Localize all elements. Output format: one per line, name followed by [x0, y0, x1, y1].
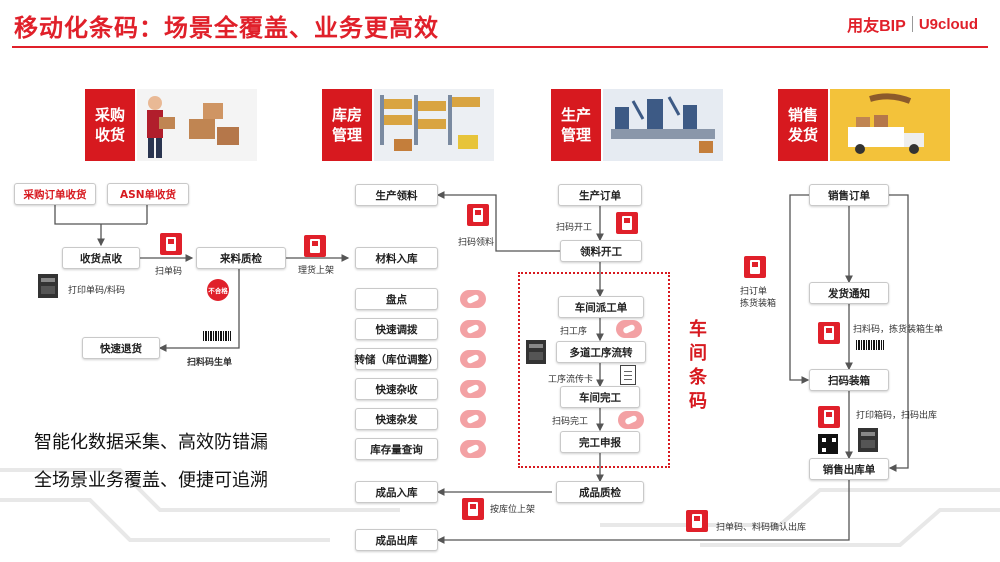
- delivery-notice-box[interactable]: 发货通知: [809, 282, 889, 304]
- warehouse-op-box[interactable]: 转储（库位调整）: [355, 348, 439, 370]
- mobile-scan-icon: [304, 235, 326, 257]
- warehouse-op-box[interactable]: 快速杂发: [355, 408, 438, 430]
- note-confirm-out: 扫单码、料码确认出库: [716, 523, 807, 533]
- printer-icon: [856, 424, 880, 454]
- note-scan-order: 扫订单: [740, 287, 768, 297]
- brand-sub: U9cloud: [918, 15, 978, 33]
- sales-order-box[interactable]: 销售订单: [809, 184, 889, 206]
- mobile-scan-icon: [467, 204, 489, 226]
- scan-gun-icon: [616, 320, 642, 338]
- mobile-scan-icon: [818, 406, 840, 428]
- category-label: 销售发货: [778, 89, 828, 161]
- asn-receipt-box[interactable]: ASN单收货: [107, 183, 189, 205]
- scan-gun-icon: [460, 410, 486, 428]
- production-order-box[interactable]: 生产订单: [558, 184, 642, 206]
- warehouse-op-box[interactable]: 快速杂收: [355, 378, 438, 400]
- page-title: 移动化条码：场景全覆盖、业务更高效: [14, 14, 439, 42]
- final-qc-box[interactable]: 成品质检: [556, 481, 644, 503]
- note-scan-order: 扫单码: [155, 267, 183, 277]
- note-print-box: 打印箱码，扫码出库: [856, 411, 938, 421]
- category-label: 采购收货: [85, 89, 135, 161]
- category-label: 生产管理: [551, 89, 601, 161]
- multi-process-box[interactable]: 多道工序流转: [556, 341, 646, 363]
- production-pick-box[interactable]: 生产领料: [355, 184, 438, 206]
- note-putaway: 理货上架: [298, 266, 335, 276]
- barcode-icon: [203, 331, 231, 341]
- warehouse-illustration: [374, 89, 494, 161]
- dispatch-box[interactable]: 车间派工单: [558, 296, 644, 318]
- production-illustration: [603, 89, 723, 161]
- mobile-scan-icon: [160, 233, 182, 255]
- scan-box-box[interactable]: 扫码装箱: [809, 369, 889, 391]
- printer-icon: [36, 270, 60, 300]
- document-icon: [620, 365, 636, 385]
- mobile-scan-icon: [462, 498, 484, 520]
- purchase-illustration: [137, 89, 257, 161]
- product-out-box[interactable]: 成品出库: [355, 529, 438, 551]
- brand-main: 用友BIP: [847, 18, 906, 35]
- reject-badge: 不合格: [207, 279, 229, 301]
- category-label: 库房管理: [322, 89, 372, 161]
- barcode-icon: [856, 340, 884, 350]
- scan-gun-icon: [460, 350, 486, 368]
- scan-gun-icon: [460, 380, 486, 398]
- note-process-card: 工序流传卡: [548, 375, 594, 385]
- scan-gun-icon: [460, 440, 486, 458]
- slogan-line-1: 智能化数据采集、高效防错漏: [34, 432, 268, 453]
- incoming-qc-box[interactable]: 来料质检: [196, 247, 286, 269]
- workshop-frame: [518, 272, 670, 468]
- done-report-box[interactable]: 完工申报: [560, 431, 640, 453]
- note-scan-material: 扫料码生单: [187, 358, 233, 368]
- note-scan-start: 扫码开工: [556, 223, 593, 233]
- slogan-line-2: 全场景业务覆盖、便捷可追溯: [34, 470, 268, 491]
- material-in-box[interactable]: 材料入库: [355, 247, 438, 269]
- pick-start-box[interactable]: 领料开工: [560, 240, 642, 262]
- note-pick-box: 拣货装箱: [740, 299, 777, 309]
- note-putaway-location: 按库位上架: [490, 505, 536, 515]
- mobile-scan-icon: [818, 322, 840, 344]
- brand-logo: 用友BIP U9cloud: [847, 12, 978, 36]
- note-scan-pick: 扫码领料: [458, 238, 495, 248]
- warehouse-op-box[interactable]: 快速调拨: [355, 318, 438, 340]
- warehouse-op-box[interactable]: 库存量查询: [355, 438, 438, 460]
- quick-return-box[interactable]: 快速退货: [82, 337, 160, 359]
- scan-gun-icon: [460, 320, 486, 338]
- workshop-done-box[interactable]: 车间完工: [560, 386, 640, 408]
- sales-out-box[interactable]: 销售出库单: [809, 458, 889, 480]
- qr-code-icon: [818, 434, 838, 454]
- mobile-scan-icon: [744, 256, 766, 278]
- warehouse-op-box[interactable]: 盘点: [355, 288, 438, 310]
- note-scan-process: 扫工序: [560, 327, 588, 337]
- note-print-codes: 打印单码/料码: [68, 286, 126, 296]
- brand-divider: [911, 16, 913, 32]
- scan-gun-icon: [460, 290, 486, 308]
- note-scan-material-box: 扫料码，拣货装箱生单: [853, 325, 944, 335]
- title-divider: [12, 46, 988, 48]
- mobile-scan-icon: [686, 510, 708, 532]
- printer-icon: [524, 336, 548, 366]
- scan-gun-icon: [618, 411, 644, 429]
- sales-illustration: [830, 89, 950, 161]
- product-in-box[interactable]: 成品入库: [355, 481, 438, 503]
- workshop-barcode-label: 车间条码: [689, 319, 707, 412]
- note-scan-done: 扫码完工: [552, 417, 589, 427]
- po-receipt-box[interactable]: 采购订单收货: [14, 183, 96, 205]
- receive-count-box[interactable]: 收货点收: [62, 247, 140, 269]
- mobile-scan-icon: [616, 212, 638, 234]
